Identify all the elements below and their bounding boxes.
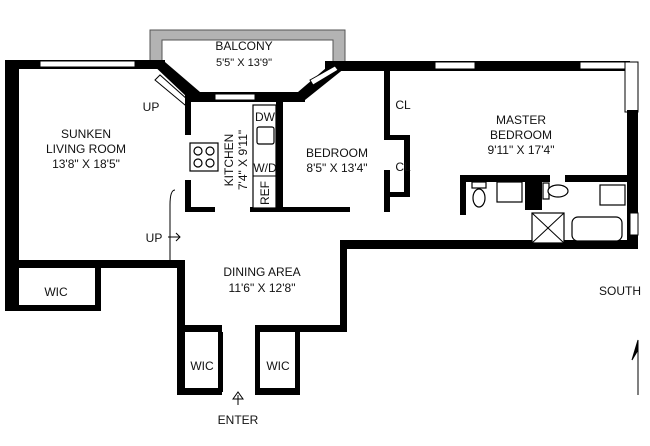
bathtub-icon <box>571 216 623 242</box>
walls <box>5 60 639 395</box>
south-label: SOUTH <box>599 284 641 298</box>
stove-icon <box>189 142 219 172</box>
kitchen-name: KITCHEN <box>222 134 236 187</box>
sink-icon <box>599 184 626 206</box>
enter-arrow-icon <box>232 391 244 405</box>
living-dims: 13'8" X 18'5" <box>52 157 120 171</box>
balcony-dims: 5'5" X 13'9" <box>216 57 272 69</box>
up-label-1: UP <box>143 100 160 114</box>
wic-label-3: WIC <box>266 359 290 373</box>
balcony-name: BALCONY <box>215 39 272 53</box>
living-name-1: SUNKEN <box>61 127 111 141</box>
wic-label-1: WIC <box>44 285 68 299</box>
shower-icon <box>531 212 565 244</box>
wd-label: W/D <box>253 161 277 175</box>
up-arrow-icon <box>168 232 181 242</box>
master-name-2: BEDROOM <box>490 128 552 142</box>
enter-label: ENTER <box>218 413 259 427</box>
bedroom-name: BEDROOM <box>306 146 368 160</box>
closet-label-2: CL <box>395 160 411 174</box>
sink-icon <box>256 126 275 145</box>
north-arrow-icon <box>631 339 639 395</box>
dining-dims: 11'6" X 12'8" <box>229 281 296 295</box>
dining-name: DINING AREA <box>223 265 300 279</box>
bedroom-dims: 8'5" X 13'4" <box>306 161 367 175</box>
up-label-2: UP <box>146 231 163 245</box>
master-dims: 9'11" X 17'4" <box>488 143 555 157</box>
fixtures <box>189 104 626 244</box>
closet-label-1: CL <box>395 98 411 112</box>
dw-label: DW <box>255 110 276 124</box>
toilet-icon <box>471 181 487 208</box>
wic-label-2: WIC <box>190 359 214 373</box>
ref-label: REF <box>258 181 272 205</box>
sink-icon <box>496 181 523 203</box>
kitchen-dims: 7'4" X 9'11" <box>236 130 250 190</box>
living-name-2: LIVING ROOM <box>46 142 126 156</box>
master-name-1: MASTER <box>496 113 546 127</box>
toilet-icon <box>542 182 569 200</box>
stair-line <box>169 189 176 262</box>
